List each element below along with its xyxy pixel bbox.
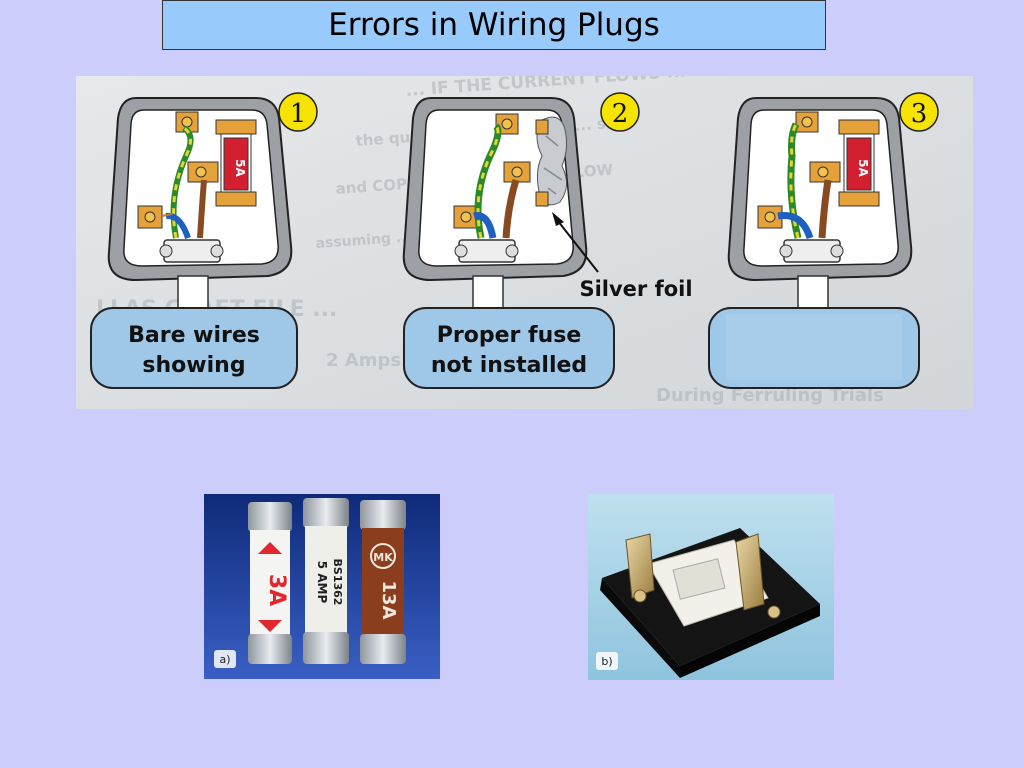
- silver-foil-annotation: Silver foil: [579, 277, 692, 301]
- fuse-label: 5A: [856, 159, 870, 177]
- fuse-text-mk: MK: [373, 551, 393, 564]
- plug-1-number: 1: [290, 99, 307, 129]
- fuse-text-bs1362: BS1362: [331, 559, 344, 606]
- plug-2-number: 2: [612, 99, 629, 129]
- fuse-label: 5A: [233, 159, 247, 177]
- fuse-text-3a: 3A: [264, 574, 289, 606]
- svg-text:During Ferruling Trials: During Ferruling Trials: [656, 385, 884, 406]
- plug-3: 5A 3: [708, 92, 939, 389]
- plug-1-caption-line2: showing: [142, 353, 245, 378]
- fuse-holder-photo: b): [588, 494, 834, 680]
- photo-a-label: a): [219, 653, 230, 666]
- fuse-cartridges-photo: 3A 5 AMP BS1362 MK 13A a): [204, 494, 440, 679]
- photo-b-label: b): [601, 655, 612, 668]
- plug-1: 5A Bare wires showing 1: [90, 92, 318, 389]
- plug-2-caption-line2: not installed: [431, 353, 587, 378]
- fuse-text-5amp: 5 AMP: [315, 561, 329, 604]
- slide-title: Errors in Wiring Plugs: [328, 7, 660, 43]
- plug-2-caption-line1: Proper fuse: [437, 323, 582, 348]
- plug-3-number: 3: [911, 99, 928, 129]
- plug-2: Silver foil Proper fuse not installed 2: [402, 92, 693, 389]
- slide-title-box: Errors in Wiring Plugs: [162, 0, 826, 50]
- fuse-text-13a: 13A: [378, 581, 399, 620]
- plug-1-caption-line1: Bare wires: [128, 323, 260, 348]
- plug-wiring-diagram: ... IF THE CURRENT FLOWS ... THEN the qu…: [76, 76, 973, 409]
